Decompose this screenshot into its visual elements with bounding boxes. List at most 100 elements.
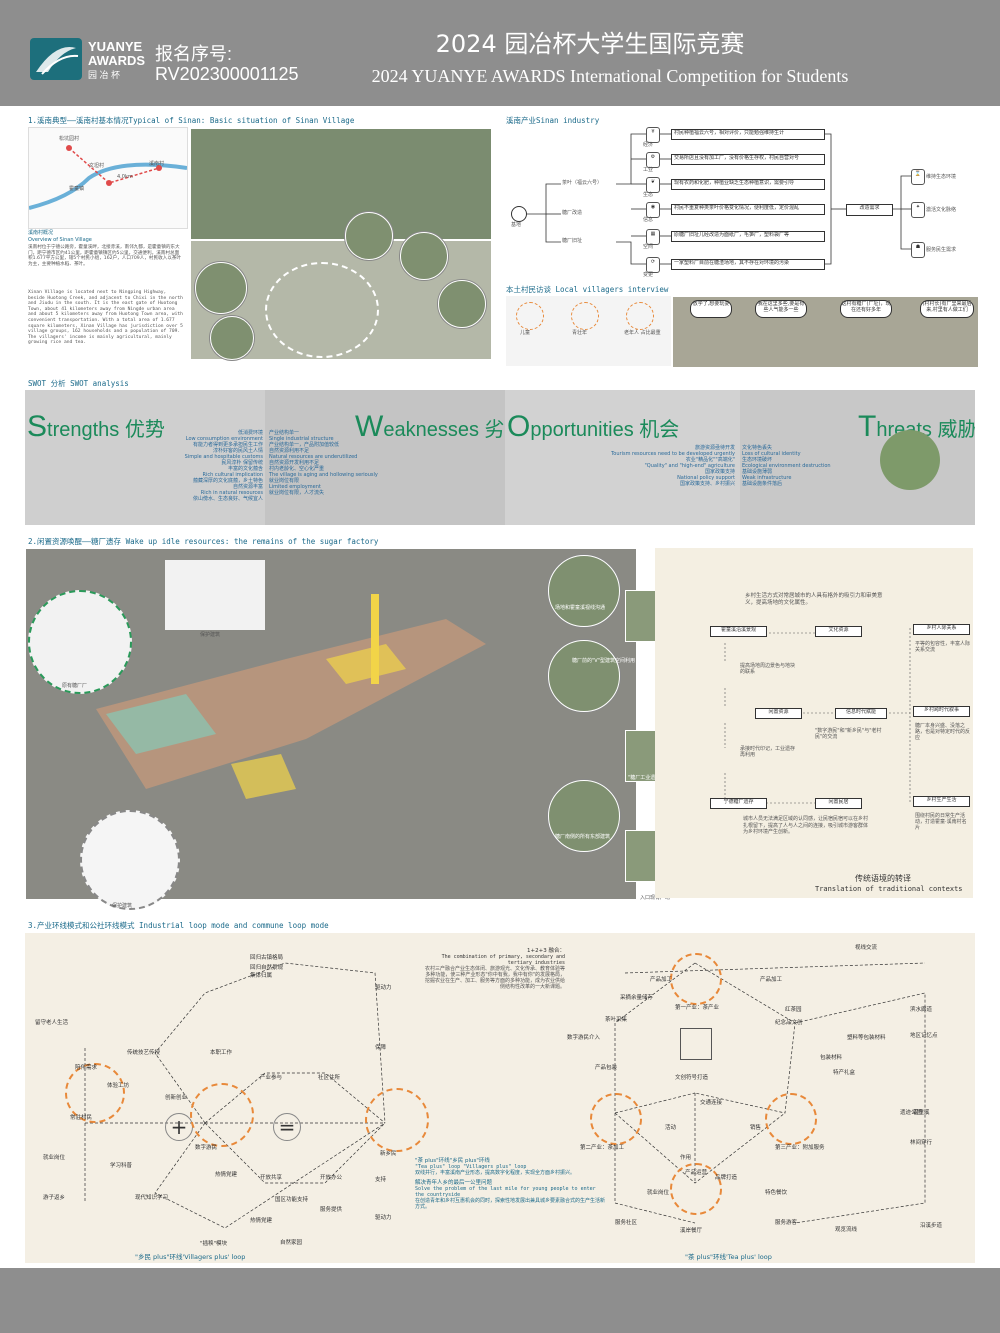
left-label-1: 陪伴需求 (75, 1065, 98, 1071)
overview-cn: 溪南村位于宁德公路旁，霍童溪畔，北接赤溪，南邻九都，是霍童镇的东大门，距宁德市区… (28, 245, 182, 267)
right-node-9: 霍童溪 (913, 1110, 930, 1116)
right-label-15: 纪念品文创 (775, 1020, 803, 1026)
tea-industry-node-circle (670, 953, 722, 1005)
center-text-cn: 1+2+3 融合： (527, 948, 565, 954)
interview-groups: 儿童 青壮年 老年人 占比最重 (506, 296, 671, 366)
network-node-creek: 霍童溪沿溪景观 (710, 626, 767, 637)
sugar-factory-aerial (25, 548, 637, 900)
equals-icon: = (273, 1113, 301, 1141)
right-title-3: 乡村生产生活 (913, 796, 970, 807)
left-node-5: 数字游民 (195, 1145, 218, 1151)
elder-icon (626, 302, 654, 330)
villager-loop-labels: 留守老人生活 常驻村民 游子返乡 传统技艺传授 数字游民 新乡民 现代知识学习 … (35, 955, 415, 1253)
logo-line2: AWARDS (88, 53, 146, 68)
left-label-2: 体验工坊 (107, 1083, 130, 1089)
right-label-17: 包装材料 (820, 1055, 843, 1061)
left-node-13: "插秧"模块 (200, 1241, 228, 1247)
group-youth: 青壮年 (572, 330, 588, 336)
child-icon (516, 302, 544, 330)
protected-building-2 (80, 810, 180, 910)
icon-label-space: 空间 (643, 244, 654, 250)
strengths-letter: S (27, 410, 48, 443)
right-node-14: 沿溪步道 (920, 1223, 943, 1229)
ecology-keep-icon: ⌛ (911, 169, 925, 185)
right-title-1: 乡村人际关系 (913, 624, 970, 635)
title-en: 2024 YUANYE AWARDS International Competi… (371, 66, 849, 86)
village-circle-photo-4 (400, 232, 448, 280)
overview-title-en: Overview of Sinan Village (28, 237, 92, 243)
bubble-2: 我在这里多些,要是有些人气能多一些 (755, 300, 807, 318)
right-label-5: 林间穿行 (910, 1140, 933, 1146)
site-photo-3 (548, 640, 620, 712)
threats-letter: T (858, 410, 877, 443)
protected-building-1 (165, 560, 265, 630)
right-node-11: 溪岸餐厅 (680, 1228, 703, 1234)
tea-loop-title: "茶 plus"环线"乡民 plus"环线 (415, 1158, 490, 1164)
strengths-heading: Strengths 优势 (27, 410, 165, 444)
right-label-4: 地区记忆点 (910, 1033, 938, 1039)
icon-label-industry: 工业 (643, 167, 654, 173)
weaknesses-letter: W (355, 410, 384, 443)
group-elder: 老年人 占比最重 (624, 330, 661, 336)
interview-title: 本土村民访谈 Local villagers interview (506, 285, 669, 294)
aerial-photo (190, 128, 492, 240)
center-text-block: 1+2+3 融合： The combination of primary, se… (425, 948, 565, 1038)
right-node-12: 服务游客 (775, 1220, 798, 1226)
section3-title: 3.产业环线模式和公社环线模式 Industrial loop mode and… (28, 921, 329, 930)
youth-icon (571, 302, 599, 330)
center-body: 农村三产融合产业生态体闭、旅游观光、文化传承、教育体验等多种功能，使三种产业形态… (425, 966, 566, 990)
tea-loop-text-block: "茶 plus"环线"乡民 plus"环线 "Tea plus" loop "V… (415, 1158, 605, 1258)
outcome-1: 维持生态环境 (926, 174, 957, 180)
right-node-2: 第二产业：茶加工 (580, 1145, 625, 1151)
factory-building-detail (28, 590, 132, 694)
right-label-12: 品牌打造 (715, 1175, 738, 1181)
left-label-9: 保障 (375, 1045, 387, 1051)
reg-label: 报名序号: (155, 44, 233, 64)
right-label-16: 塑料等包装材料 (847, 1035, 886, 1041)
strengths-rest: trengths 优势 (47, 419, 165, 441)
map-label-4: 霍童镇 (69, 186, 85, 192)
economy-icon: ¥ (646, 127, 660, 143)
right-label-3: 视线交流 (855, 945, 878, 951)
new-villager-node-circle (365, 1088, 429, 1152)
icon-label-change: 变更 (643, 272, 654, 278)
industry-demand: 改造需求 (846, 204, 893, 216)
culture-icon: ✦ (911, 202, 925, 218)
right-label-10: 就业岗位 (647, 1190, 670, 1196)
right-title-2: 乡村跨时代叙事 (913, 706, 970, 717)
opportunities-rest: pportunities 机会 (530, 419, 680, 441)
yuanye-logo-icon (30, 38, 82, 80)
swot-threats: Threats 威胁 文化特色丢失 Loss of cultural ident… (740, 390, 975, 525)
left-node-4: 传统技艺传授 (127, 1050, 161, 1056)
right-node-7: 遗迹公园 (900, 1110, 923, 1116)
last-mile-text: 在创造青年和乡村互惠机会的同时，探索性地发展出兼具城乡要素融合式的生产生活新方式… (415, 1198, 606, 1210)
left-label-11: 服务提供 (320, 1207, 343, 1213)
threats-text: 文化特色丢失 Loss of cultural identity 生态环境破坏 … (742, 445, 831, 487)
right-node-5: 茶叶采集 (605, 1017, 628, 1023)
right-text-1: 平等的包容性，丰富人际关系交流 (915, 641, 971, 653)
strengths-text: 低消费环境 Low consumption environment 有能力者得到… (184, 430, 263, 502)
right-label-9: 作用 (680, 1155, 692, 1161)
section1-title: 1.溪南典型——溪南村基本情况Typical of Sinan: Basic s… (28, 116, 355, 125)
base-location-icon (511, 206, 527, 222)
map-label-1: 松坑园村 (59, 136, 80, 142)
industry-node-sugar-renovation: 糖厂改造 (562, 210, 583, 216)
overview-title: 溪南村概况 (28, 230, 54, 236)
network-node-exchange: "数字游民"和"新乡民"与"老村民"的交流 (815, 728, 882, 740)
service-node-circle (765, 1093, 817, 1145)
right-label-6: 观览流线 (835, 1227, 858, 1233)
space-icon: ▦ (646, 229, 660, 245)
network-caption-cn: 传统语境的转译 (855, 874, 911, 883)
left-label-14: 回归自然景观 (250, 965, 284, 971)
registration: 报名序号: RV202300001125 (155, 44, 298, 84)
right-node-10: 服务社区 (615, 1220, 638, 1226)
ecology-icon: ❦ (646, 177, 660, 193)
left-label-5: 就业岗位 (43, 1155, 66, 1161)
header-band (0, 0, 1000, 106)
left-label-12: 驱动力 (375, 1215, 392, 1221)
photo-label-5: 入口现有广场 (640, 895, 671, 901)
reg-number: RV202300001125 (155, 64, 299, 84)
network-node-culture: 文化资源 (815, 626, 862, 637)
service-icon: ☗ (911, 242, 925, 258)
tea-loop-labels: 第一产业：茶产业 第二产业：茶加工 第三产业：附加服务 文创符号打造 茶叶采集 … (565, 933, 975, 1253)
